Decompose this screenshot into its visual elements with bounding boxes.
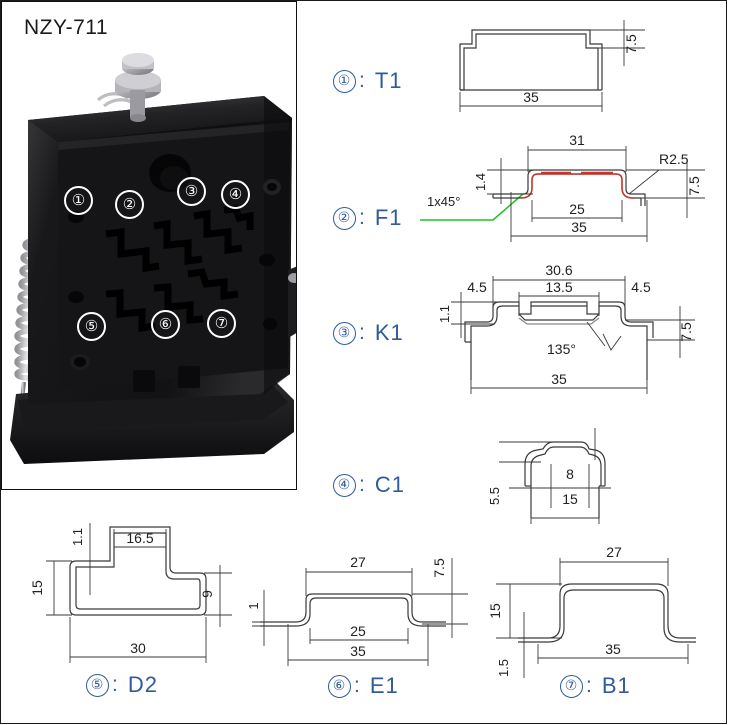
rear-bracket <box>288 266 296 338</box>
profile-drawing-t1: 35 7.5 <box>440 18 730 118</box>
profile-index-5: ⑤ <box>86 673 109 697</box>
die-profile-slots <box>105 205 254 333</box>
profile-drawing-e1: 27 25 35 1 7.5 <box>246 528 500 673</box>
product-photo-panel: NZY-711 <box>1 1 297 490</box>
dim-b1-top-width: 27 <box>606 544 622 560</box>
photo-marker-3: ③ <box>177 177 206 206</box>
profile-index-1: ① <box>333 69 356 93</box>
dim-k1-left: 4.5 <box>467 279 487 295</box>
profile-label-e1: ⑥ : E1 <box>328 673 399 699</box>
profile-name-e1: E1 <box>369 673 399 698</box>
profile-colon-2: : <box>359 206 366 229</box>
profile-name-t1: T1 <box>374 68 403 93</box>
profile-label-d2: ⑤ : D2 <box>86 672 158 698</box>
photo-marker-5: ⑤ <box>77 312 106 341</box>
model-number-title: NZY-711 <box>24 16 109 39</box>
body-top-bevel <box>28 96 292 142</box>
dim-k1-base-width: 35 <box>551 371 567 387</box>
screw-holes <box>68 179 281 370</box>
profile-drawing-f1: 1x45° 31 25 3 <box>415 132 735 252</box>
dim-f1-height: 7.5 <box>686 176 702 196</box>
dim-k1-height: 7.5 <box>678 322 694 342</box>
profile-index-2: ② <box>333 206 356 230</box>
dim-k1-thickness: 1.1 <box>437 305 452 323</box>
dim-d2-thickness: 1.1 <box>70 528 85 546</box>
profile-label-k1: ③ : K1 <box>333 320 404 346</box>
profile-colon-7: : <box>586 674 593 697</box>
profile-name-k1: K1 <box>374 320 404 345</box>
photo-marker-7: ⑦ <box>207 309 236 338</box>
dim-t1-height: 7.5 <box>623 34 639 54</box>
dim-e1-height: 7.5 <box>431 558 447 578</box>
dim-d2-width: 30 <box>130 640 146 656</box>
dim-d2-height: 15 <box>29 580 45 596</box>
bottom-tabs <box>133 366 200 392</box>
profile-drawing-c1: 8 15 5.5 <box>485 420 665 530</box>
profile-drawing-d2: 1.1 16.5 15 9 30 <box>10 505 250 670</box>
dim-c1-width: 15 <box>562 491 578 507</box>
profile-colon-3: : <box>359 321 366 344</box>
chamfer-leader <box>420 193 524 221</box>
dim-c1-inner-width: 8 <box>566 466 574 482</box>
profile-name-d2: D2 <box>127 672 158 697</box>
profile-name-c1: C1 <box>374 472 405 497</box>
photo-marker-1: ① <box>64 186 93 215</box>
dim-e1-base-width: 35 <box>350 643 366 659</box>
dim-k1-outer-width: 30.6 <box>545 262 572 278</box>
profile-index-4: ④ <box>333 473 356 497</box>
dim-c1-height: 5.5 <box>487 487 502 505</box>
profile-drawing-k1: 30.6 13.5 4.5 4.5 1.1 7.5 135 <box>435 262 735 397</box>
dim-f1-base-width: 35 <box>571 219 587 235</box>
photo-marker-6: ⑥ <box>151 310 180 339</box>
profile-name-b1: B1 <box>601 673 631 698</box>
dim-f1-top-width: 31 <box>569 132 585 148</box>
photo-marker-2: ② <box>115 190 144 219</box>
dim-e1-top-width: 27 <box>350 554 366 570</box>
profile-label-t1: ① : T1 <box>333 68 403 94</box>
photo-marker-4: ④ <box>221 180 250 209</box>
dim-e1-inner-width: 25 <box>350 623 366 639</box>
product-photo-illustration <box>10 53 296 464</box>
profile-colon-6: : <box>354 674 361 697</box>
dim-e1-thickness: 1 <box>246 602 261 609</box>
dim-k1-angle: 135° <box>547 341 576 357</box>
dim-b1-thickness: 1.5 <box>496 659 511 677</box>
profile-index-3: ③ <box>333 321 356 345</box>
dim-b1-height: 15 <box>487 603 503 619</box>
profile-colon-1: : <box>359 69 366 92</box>
dim-f1-inner-width: 25 <box>569 201 585 217</box>
profile-index-6: ⑥ <box>328 674 351 698</box>
profile-label-f1: ② : F1 <box>333 205 403 231</box>
profile-colon-4: : <box>359 473 366 496</box>
dim-d2-flange: 16.5 <box>126 530 153 546</box>
f1-highlight <box>520 171 634 199</box>
dim-d2-lip: 9 <box>199 590 215 598</box>
profile-label-c1: ④ : C1 <box>333 472 405 498</box>
dim-f1-chamfer: 1x45° <box>427 194 460 209</box>
dim-f1-lip: 1.4 <box>473 173 488 191</box>
profile-index-7: ⑦ <box>560 674 583 698</box>
dim-k1-right: 4.5 <box>631 279 651 295</box>
dim-f1-radius: R2.5 <box>659 151 689 167</box>
adjustment-bolt <box>115 53 161 122</box>
dim-t1-width: 35 <box>523 89 539 105</box>
profile-drawing-b1: 27 15 35 1.5 <box>480 528 730 678</box>
profile-colon-5: : <box>112 673 119 696</box>
dim-b1-base-width: 35 <box>605 641 621 657</box>
profile-label-b1: ⑦ : B1 <box>560 673 631 699</box>
profile-name-f1: F1 <box>374 205 403 230</box>
dim-k1-slot-width: 13.5 <box>545 279 572 295</box>
